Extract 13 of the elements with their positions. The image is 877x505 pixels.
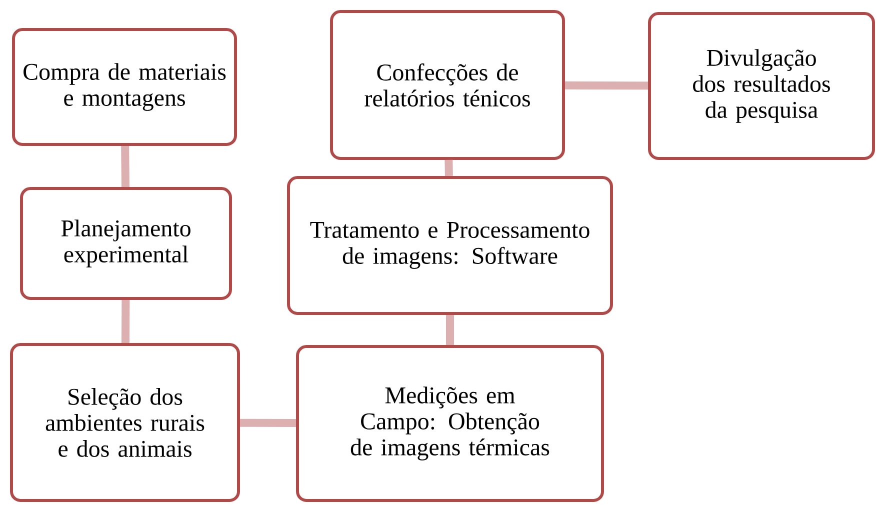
process-box: Seleção dos ambientes rurais e dos animais — [10, 343, 240, 502]
connector-line — [121, 146, 130, 188]
connector-line — [121, 300, 130, 344]
process-box: Tratamento e Processamento de imagens: Software — [287, 176, 613, 315]
process-box: Medições em Campo: Obtenção de imagens térmicas — [296, 345, 604, 502]
process-box: Divulgação dos resultados da pesquisa — [648, 12, 875, 160]
process-box: Confecções de relatórios ténicos — [330, 10, 565, 160]
process-box: Planejamento experimental — [20, 187, 232, 300]
process-box: Compra de materiais e montagens — [12, 28, 237, 146]
connector-line — [565, 81, 648, 90]
connector-line — [444, 160, 453, 176]
connector-line — [240, 418, 296, 428]
connector-line — [446, 315, 454, 345]
